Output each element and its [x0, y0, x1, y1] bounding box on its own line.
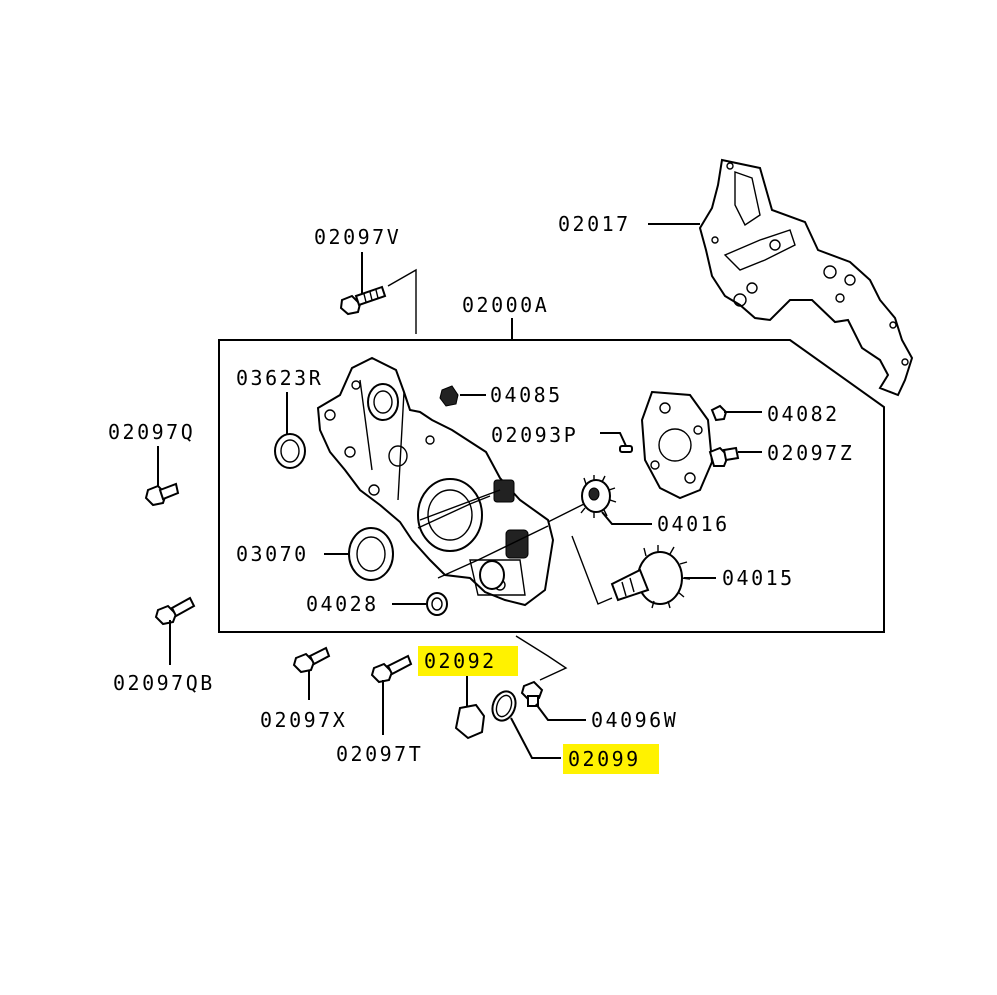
bracket-inner-2: [437, 525, 549, 579]
label-02093P[interactable]: 02093P: [491, 423, 578, 447]
label-03070[interactable]: 03070: [236, 542, 309, 566]
seal-03070[interactable]: [348, 527, 394, 581]
leader-04016: [601, 511, 652, 525]
label-02000A[interactable]: 02000A: [462, 293, 549, 317]
label-02099[interactable]: 02099: [568, 747, 641, 771]
gear-shaft-04015[interactable]: [610, 545, 691, 609]
oil-pump-cover[interactable]: [640, 390, 714, 500]
label-02017[interactable]: 02017: [558, 212, 631, 236]
leader-02093P: [600, 432, 627, 447]
bolt-02097V[interactable]: [339, 285, 387, 316]
gasket-02017[interactable]: [698, 158, 914, 397]
label-02097X[interactable]: 02097X: [260, 708, 347, 732]
screw-04082[interactable]: [710, 404, 736, 422]
label-04028[interactable]: 04028: [306, 592, 379, 616]
seal-03623R[interactable]: [274, 433, 306, 469]
bolt-02097Q[interactable]: [144, 482, 180, 507]
pin-02093P[interactable]: [619, 445, 633, 453]
bolt-02097Z[interactable]: [708, 446, 740, 467]
bolt-02097QB[interactable]: [154, 596, 196, 626]
label-04085[interactable]: 04085: [490, 383, 563, 407]
gear-04016[interactable]: [580, 475, 617, 518]
bracket-inner-1: [417, 495, 491, 529]
seal-04028[interactable]: [426, 592, 448, 616]
bracket-04096W: [515, 635, 568, 681]
label-02097T[interactable]: 02097T: [336, 742, 423, 766]
label-04082[interactable]: 04082: [767, 402, 840, 426]
label-02097V[interactable]: 02097V: [314, 225, 401, 249]
assembly-frame: [218, 339, 885, 633]
leader-04096W: [535, 703, 586, 721]
label-02092[interactable]: 02092: [424, 649, 497, 673]
leader-02099: [510, 717, 561, 759]
highlight-02099: [563, 744, 659, 774]
label-04016[interactable]: 04016: [657, 512, 730, 536]
bracket-04015: [571, 535, 613, 605]
front-case-housing[interactable]: [316, 356, 555, 607]
label-03623R[interactable]: 03623R: [236, 366, 323, 390]
label-02097QB[interactable]: 02097QB: [113, 671, 215, 695]
bolt-04096W[interactable]: [520, 680, 544, 707]
label-04015[interactable]: 04015: [722, 566, 795, 590]
bracket-04016: [547, 503, 585, 523]
o-ring-02099[interactable]: [489, 688, 520, 724]
label-02097Z[interactable]: 02097Z: [767, 441, 854, 465]
label-04096W[interactable]: 04096W: [591, 708, 678, 732]
gasket-02092[interactable]: [454, 703, 486, 740]
bracket-02097V: [387, 268, 417, 334]
label-02097Q[interactable]: 02097Q: [108, 420, 195, 444]
bolt-02097T[interactable]: [370, 654, 413, 684]
bolt-02097X[interactable]: [292, 646, 331, 674]
highlight-02092: [418, 646, 518, 676]
plug-04085[interactable]: [439, 385, 459, 407]
